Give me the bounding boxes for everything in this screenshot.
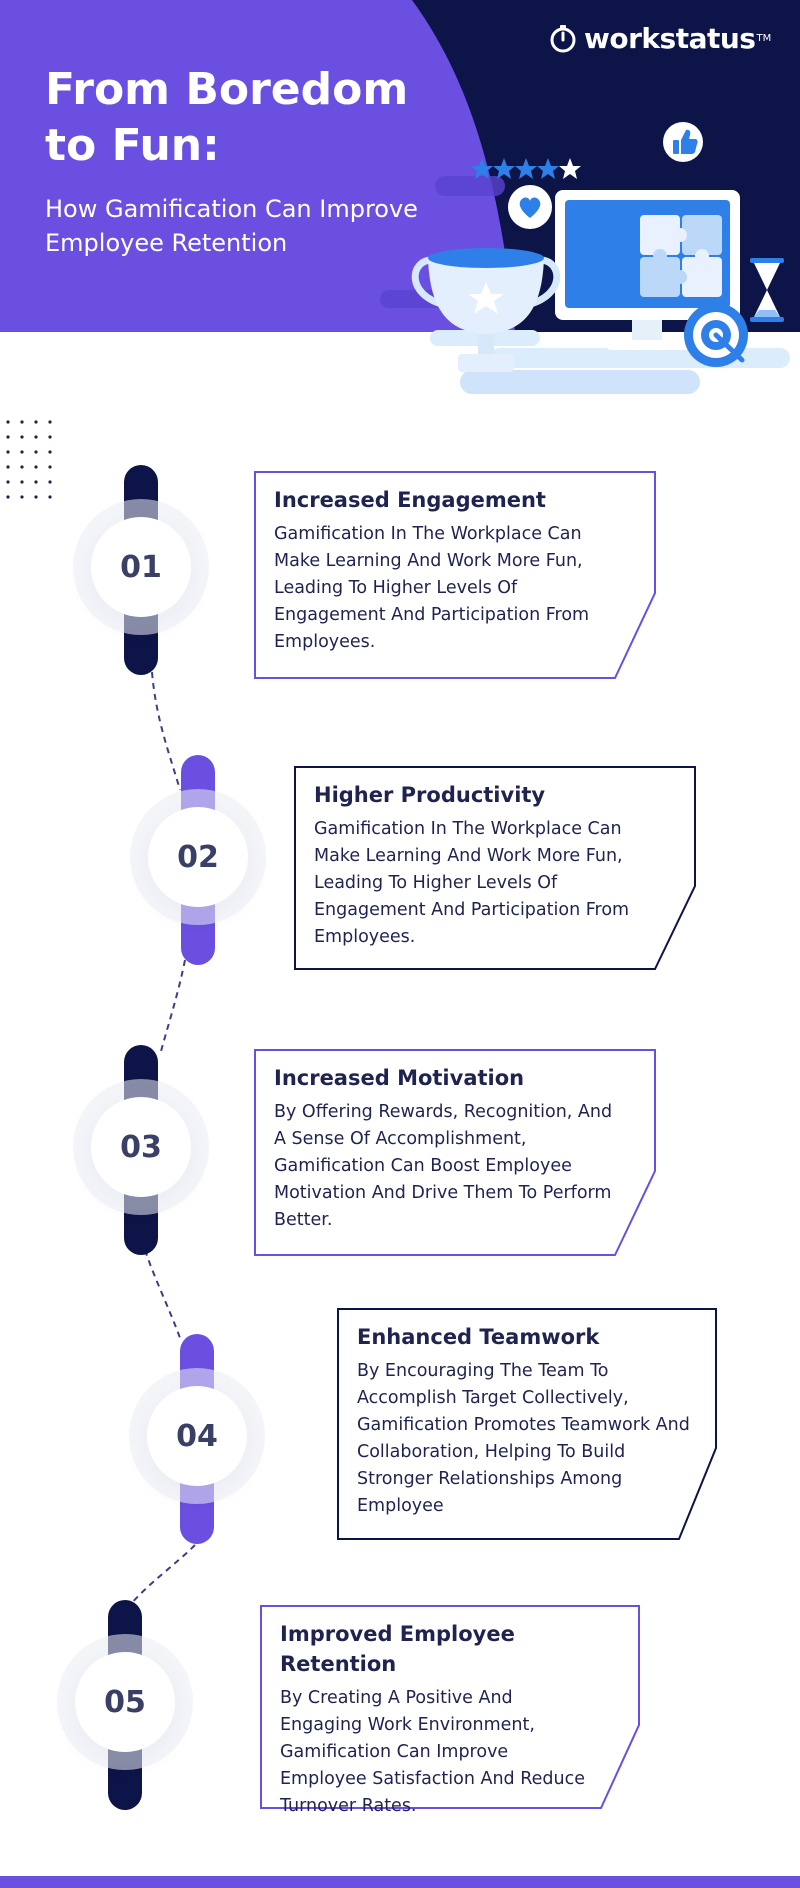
step-pill-02: 02 — [148, 755, 248, 965]
step-pill-01: 01 — [91, 465, 191, 675]
logo-trademark: TM — [756, 33, 772, 44]
stopwatch-logo-icon — [550, 24, 576, 52]
step-badge: 01 — [91, 517, 191, 617]
benefit-card-motivation: Increased Motivation By Offering Rewards… — [254, 1049, 656, 1256]
thumbs-up-icon — [663, 122, 703, 162]
benefit-card-teamwork: Enhanced Teamwork By Encouraging The Tea… — [337, 1308, 717, 1540]
card-frame — [254, 471, 656, 679]
card-frame — [254, 1049, 656, 1256]
step-number: 04 — [176, 1418, 218, 1454]
target-icon — [684, 303, 748, 367]
decorative-dot-grid — [6, 420, 52, 499]
brand-logo[interactable]: workstatus TM — [548, 22, 771, 55]
star-rating-icon — [471, 158, 581, 179]
card-description: By Creating A Positive And Engaging Work… — [280, 1688, 585, 1816]
card-title: Higher Productivity — [314, 783, 546, 807]
card-frame — [294, 766, 696, 970]
step-number: 02 — [177, 839, 219, 875]
step-number: 01 — [120, 549, 162, 585]
card-frame — [260, 1605, 640, 1809]
footer-bar — [0, 1876, 800, 1888]
trophy-icon — [411, 248, 561, 372]
benefit-card-retention: Improved Employee Retention By Creating … — [260, 1605, 640, 1816]
card-title: Improved Employee Retention — [280, 1622, 515, 1676]
step-pill-05: 05 — [75, 1600, 175, 1810]
step-number: 05 — [104, 1684, 146, 1720]
card-title: Increased Engagement — [274, 488, 546, 512]
step-badge: 03 — [91, 1097, 191, 1197]
page-subtitle: How Gamification Can Improve Employee Re… — [45, 195, 418, 257]
card-title: Increased Motivation — [274, 1066, 525, 1090]
puzzle-icon — [640, 215, 722, 297]
benefit-card-productivity: Higher Productivity Gamification In The … — [294, 766, 696, 970]
card-description: By Offering Rewards, Recognition, And A … — [274, 1102, 613, 1230]
step-badge: 04 — [147, 1386, 247, 1486]
gamification-illustration — [411, 122, 790, 394]
platform-shape — [460, 370, 700, 394]
page-title: From Boredom to Fun: — [45, 64, 409, 171]
heart-icon — [508, 185, 552, 229]
card-description: By Encouraging The Team To Accomplish Ta… — [357, 1361, 690, 1516]
card-title: Enhanced Teamwork — [357, 1325, 600, 1349]
step-badge: 02 — [148, 807, 248, 907]
step-number: 03 — [120, 1129, 162, 1165]
step-pill-04: 04 — [147, 1334, 247, 1544]
card-description: Gamification In The Workplace Can Make L… — [274, 524, 590, 652]
logo-text: workstatus — [584, 22, 756, 55]
card-frame — [337, 1308, 717, 1540]
card-description: Gamification In The Workplace Can Make L… — [314, 819, 630, 947]
benefit-card-engagement: Increased Engagement Gamification In The… — [254, 471, 656, 679]
platform-shape — [490, 348, 790, 368]
hourglass-icon — [750, 258, 784, 322]
step-badge: 05 — [75, 1652, 175, 1752]
step-pill-03: 03 — [91, 1045, 191, 1255]
header-banner: From Boredom to Fun: How Gamification Ca… — [0, 0, 800, 332]
